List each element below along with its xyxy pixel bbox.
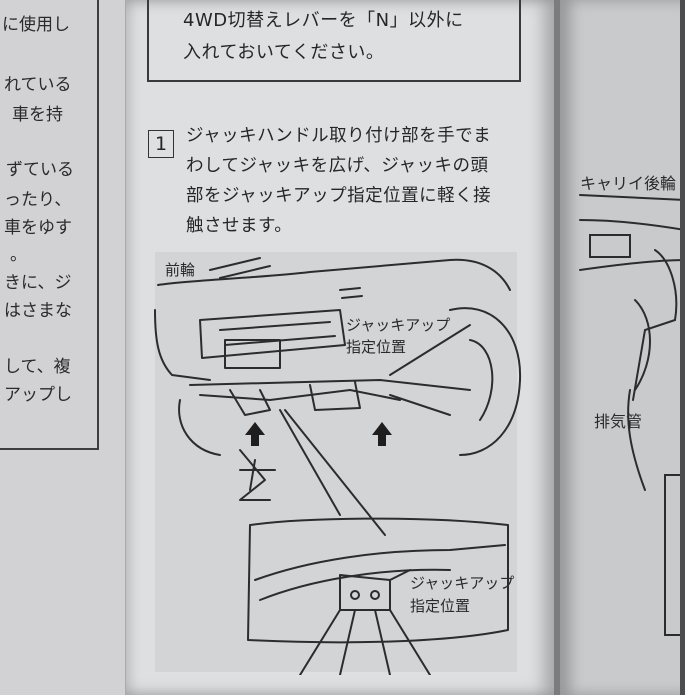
jack-diagram: [154, 257, 522, 675]
left-text-line: して、複: [4, 357, 71, 377]
left-text-line: 車をゆす: [4, 218, 72, 238]
exhaust-pipe-label: 排気管: [594, 412, 643, 431]
step-text-line: ジャッキハンドル取り付け部を手でま: [186, 126, 492, 146]
left-text-line: れている: [4, 75, 72, 95]
jack-point-label: ジャッキアップ: [410, 574, 515, 592]
right-figure-caption: キャリイ後輪: [580, 174, 677, 193]
page-edge-shadow: [680, 0, 685, 695]
step-text-line: 部をジャッキアップ指定位置に軽く接: [186, 186, 492, 206]
left-text-line: アップし: [4, 385, 72, 405]
warning-line: 4WD切替えレバーを「N」以外に: [183, 10, 464, 31]
jack-point-label: 指定位置: [410, 597, 471, 615]
step-text-line: 触させます。: [186, 216, 293, 236]
step-text-line: わしてジャッキを広げ、ジャッキの頭: [186, 156, 489, 176]
left-text-line: ったり、: [4, 190, 72, 210]
warning-line: 入れておいてください。: [183, 42, 385, 63]
jack-point-arrows: [245, 422, 392, 446]
left-text-line: はさまな: [4, 301, 72, 321]
left-text-line: ずている: [6, 160, 74, 180]
front-wheel-label: 前輪: [165, 261, 196, 279]
jack-illustration: [155, 252, 517, 672]
left-text-line: 車を持: [12, 105, 63, 125]
jack-point-label: 指定位置: [346, 338, 407, 356]
left-text-line: きに、ジ: [4, 273, 72, 293]
step-number: 1: [148, 130, 174, 158]
left-text-line: 。: [10, 245, 27, 265]
warning-box: 4WD切替えレバーを「N」以外に 入れておいてください。: [147, 0, 521, 82]
left-text-line: に使用し: [2, 15, 70, 35]
left-note-box: [0, 0, 99, 450]
left-page: に使用し れている 車を持 ずている ったり、 車をゆす 。 きに、ジ はさまな…: [0, 0, 126, 695]
jack-point-label: ジャッキアップ: [346, 316, 451, 334]
rear-wheel-diagram: [579, 194, 685, 636]
